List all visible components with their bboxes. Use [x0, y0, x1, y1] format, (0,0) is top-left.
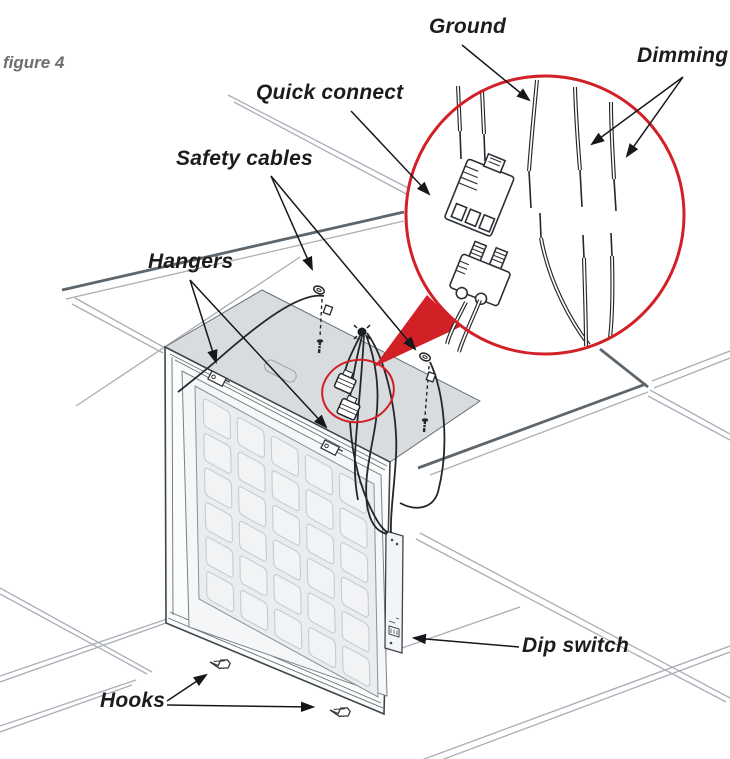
dimming-arrow-1 [590, 76, 684, 146]
strain-relief [357, 327, 367, 337]
led-panel [165, 290, 481, 720]
label-hangers: Hangers [148, 250, 234, 273]
safety-cable-right [399, 352, 446, 509]
magnifier-pointer-wedge [374, 295, 460, 367]
safety-cable-left [177, 285, 334, 393]
screw-right [421, 418, 429, 433]
dimming-wires [573, 86, 617, 212]
hangers-arrow-1 [189, 279, 218, 365]
safety-cables-arrow-1 [270, 175, 313, 272]
label-dimming: Dimming [637, 44, 729, 67]
safety-cables-arrow-2 [270, 175, 417, 351]
hook-right [329, 707, 351, 717]
label-quick-connect: Quick connect [256, 81, 404, 104]
label-dip-switch: Dip switch [522, 634, 630, 657]
ceiling-opening-edges [61, 210, 649, 470]
hangers-arrow-2 [189, 279, 328, 429]
detail-callout-ellipse [321, 358, 395, 424]
ground-wire [527, 79, 539, 209]
hooks-arrow-1 [166, 673, 208, 702]
quick-connect-arrow [350, 110, 431, 196]
label-hooks: Hooks [100, 689, 166, 712]
quick-connect-female [449, 240, 511, 307]
label-ground: Ground [429, 15, 507, 38]
diffuser-emboss-grid [203, 398, 370, 688]
ground-arrow [461, 44, 531, 102]
ceiling-grid [0, 94, 730, 759]
leader-arrows [166, 44, 684, 713]
dimming-arrow-2 [625, 76, 684, 158]
hook-left [209, 659, 231, 669]
screw-left [316, 339, 324, 354]
safety-cables [177, 285, 446, 509]
hanger-left [207, 370, 231, 388]
label-safety-cables: Safety cables [176, 147, 313, 170]
magnifier-detail [404, 74, 686, 356]
dip-switch [388, 617, 400, 638]
dip-switch-arrow [411, 633, 520, 648]
hooks-arrow-2 [166, 701, 316, 713]
fixture-connectors [333, 368, 361, 421]
figure-label: figure 4 [3, 53, 65, 72]
magnifier-circle [404, 74, 686, 356]
quick-connect-male [444, 152, 515, 237]
driver-box [384, 530, 404, 654]
hanger-right [320, 439, 344, 457]
